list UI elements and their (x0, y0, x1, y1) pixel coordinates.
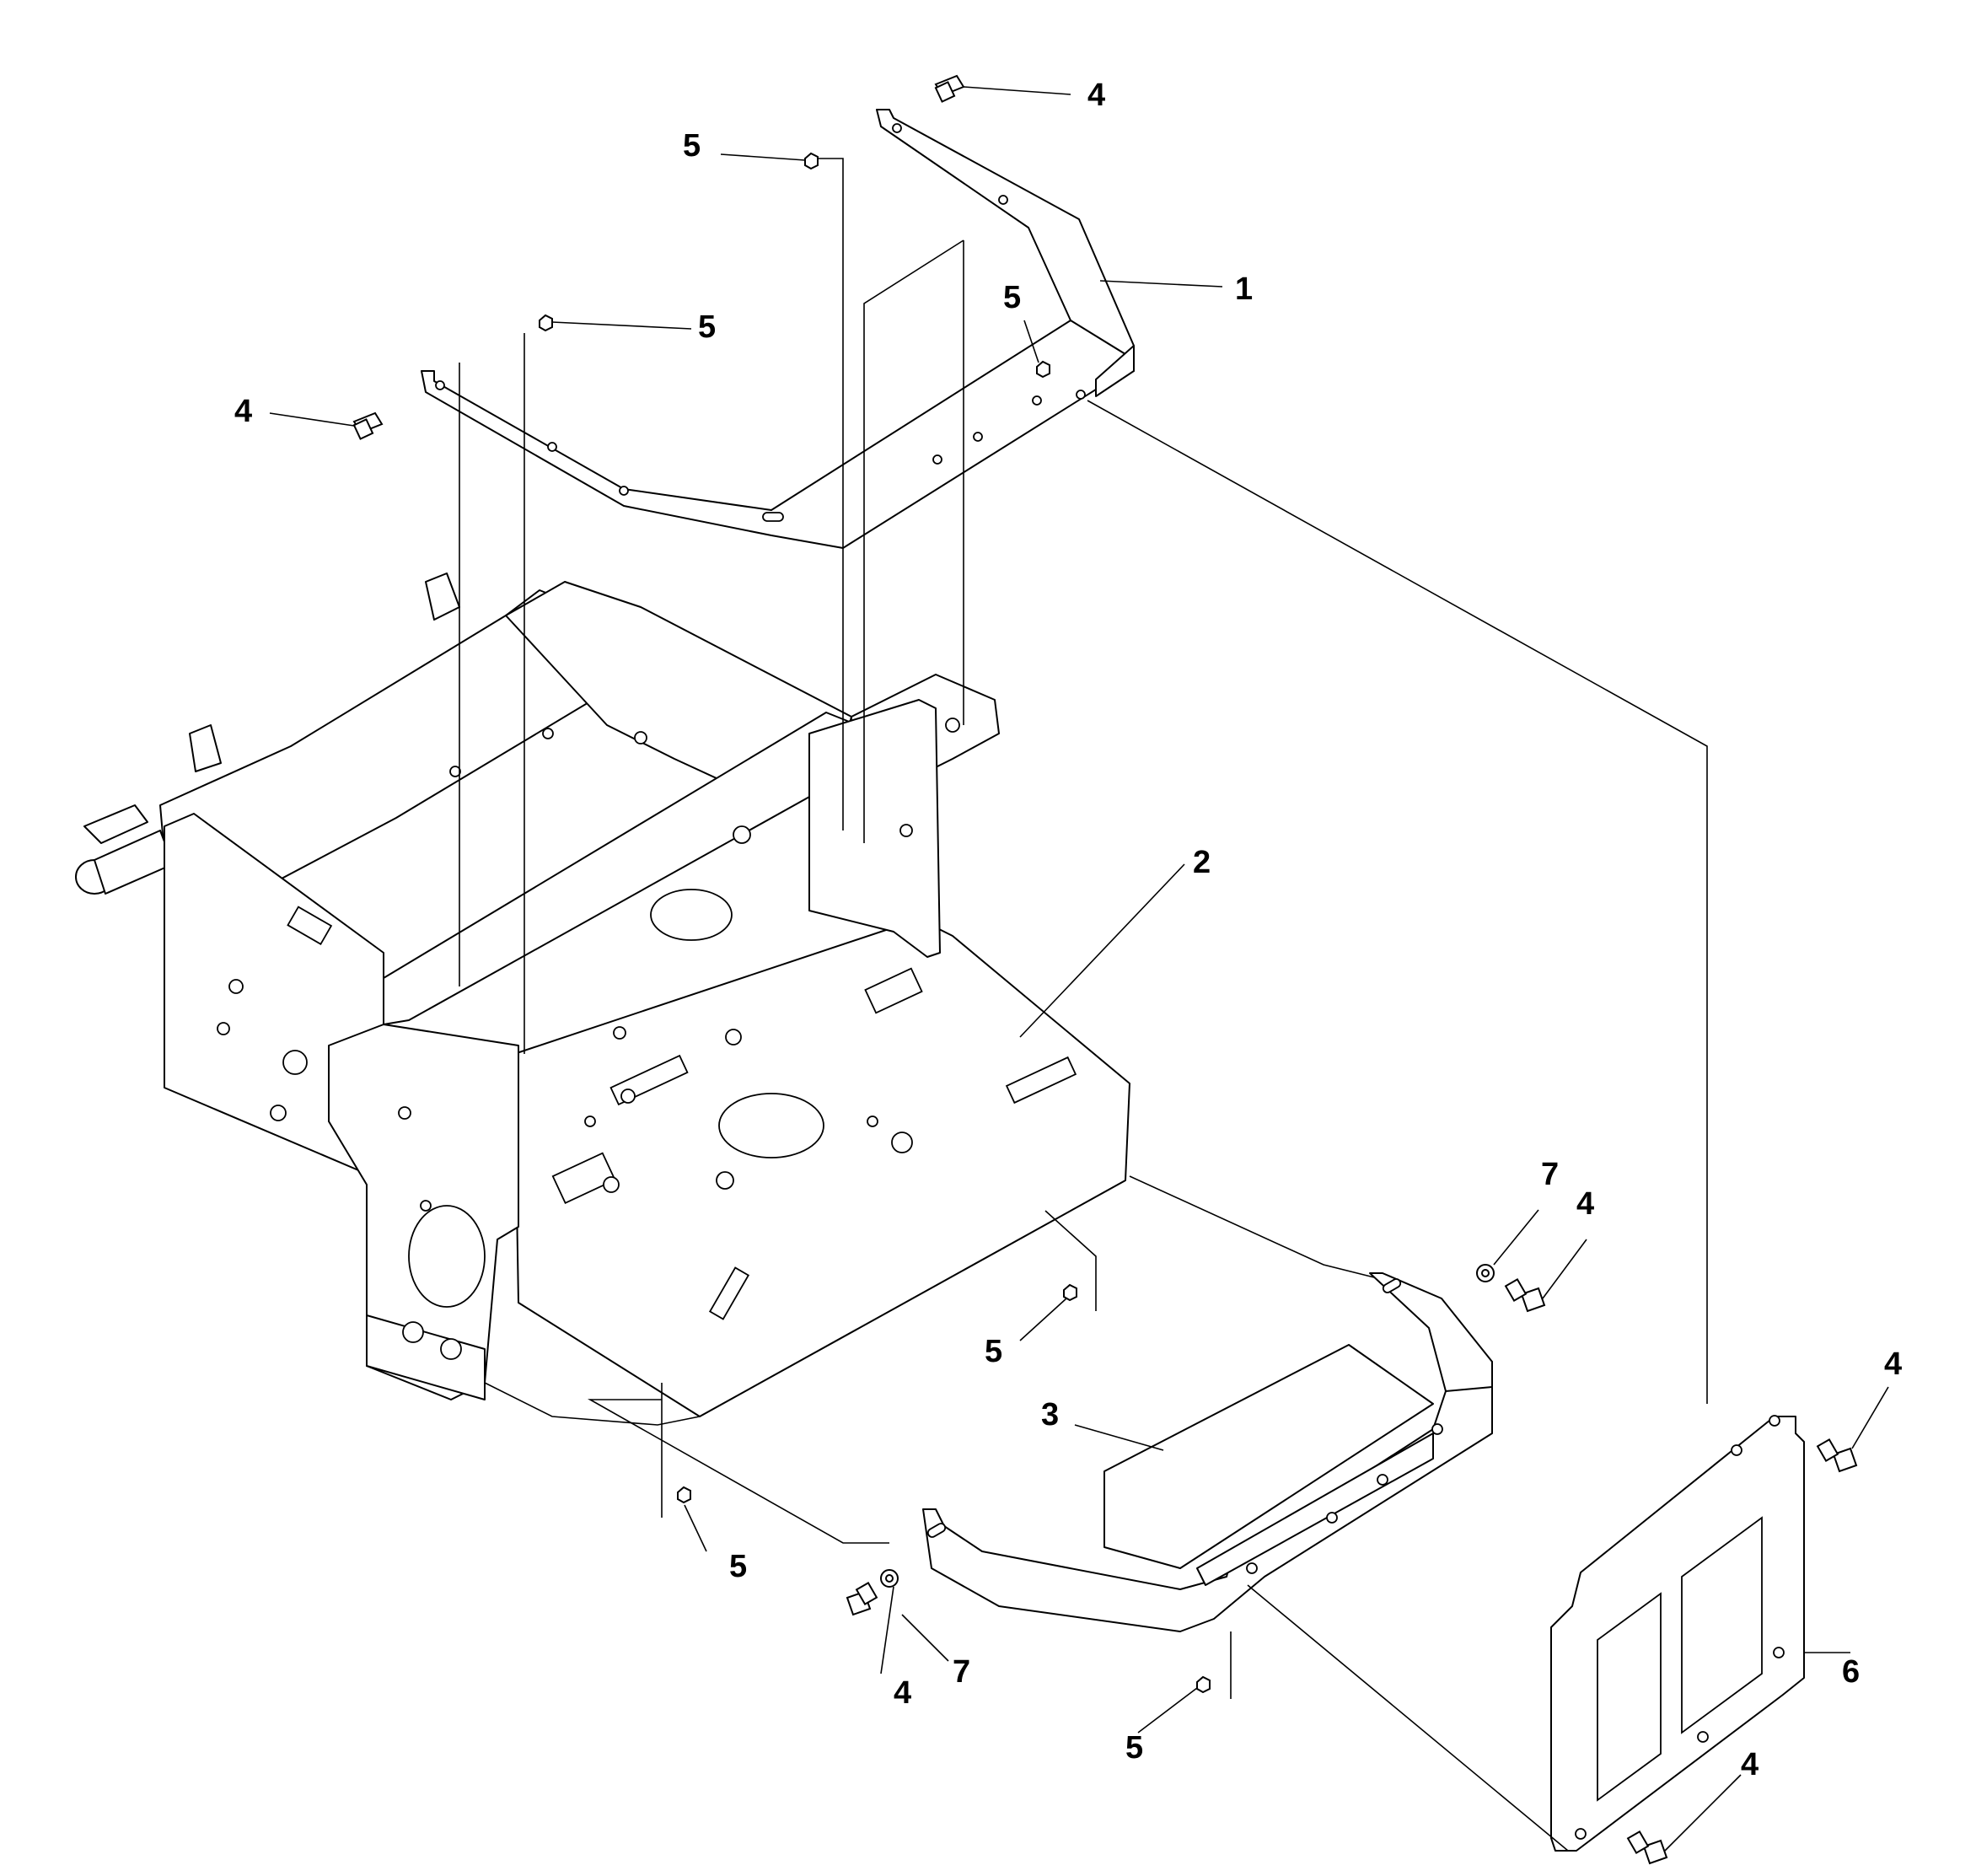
callout-4: 4 (1576, 1186, 1594, 1222)
nut-icon (677, 1486, 691, 1504)
callout-2: 2 (1193, 845, 1211, 880)
callout-6: 6 (1842, 1654, 1860, 1690)
nut-icon (1196, 1675, 1211, 1694)
callout-5: 5 (698, 309, 716, 345)
front-bumper (922, 1272, 1493, 1632)
callout-5: 5 (1125, 1730, 1143, 1766)
bolt-icon (1626, 1830, 1668, 1865)
callout-labels: 1 2 3 4 4 4 4 4 4 5 5 5 5 5 5 6 7 7 (234, 78, 1902, 1782)
callout-3: 3 (1041, 1397, 1059, 1433)
callout-5: 5 (683, 128, 701, 164)
callout-leaders (269, 86, 1889, 1852)
callout-4: 4 (234, 394, 252, 429)
callout-5: 5 (985, 1334, 1002, 1369)
callout-4: 4 (1087, 78, 1105, 113)
bolt-icon (846, 1581, 878, 1616)
explode-lines (459, 158, 1708, 1852)
nut-icon (539, 314, 553, 332)
washer-icon (1476, 1264, 1495, 1282)
callout-4: 4 (1884, 1347, 1902, 1382)
callout-1: 1 (1235, 271, 1253, 307)
nut-icon (804, 152, 819, 170)
side-plate (1550, 1415, 1805, 1852)
callout-5: 5 (1003, 280, 1021, 315)
bolt-icon (1816, 1438, 1858, 1473)
callout-4: 4 (1741, 1747, 1759, 1782)
bolt-icon (1504, 1277, 1546, 1313)
main-frame (75, 572, 1130, 1426)
nut-icon (1036, 360, 1050, 379)
callout-4: 4 (894, 1675, 911, 1711)
callout-7: 7 (953, 1654, 970, 1690)
hardware (352, 74, 1858, 1865)
bolt-icon (934, 74, 965, 103)
bolt-icon (352, 411, 384, 440)
nut-icon (1063, 1283, 1077, 1302)
callout-5: 5 (729, 1549, 747, 1584)
callout-7: 7 (1541, 1157, 1559, 1192)
upper-bracket (421, 109, 1135, 549)
washer-icon (880, 1569, 899, 1588)
